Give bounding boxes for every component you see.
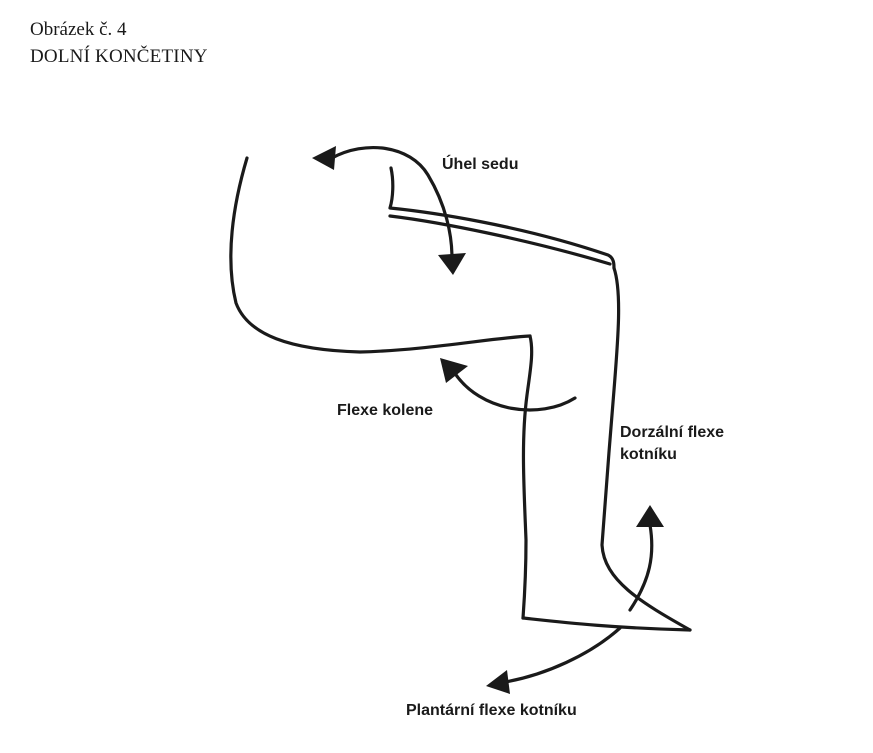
knee-flexion-arrow-head	[440, 358, 468, 383]
thigh-top-inner-line	[390, 216, 610, 264]
hip-angle-arrow-head-left	[312, 146, 336, 170]
knee-flexion-arrow-curve	[454, 372, 575, 410]
plantar-flexion-arrow-head	[486, 670, 510, 694]
hip-angle-label: Úhel sedu	[442, 154, 518, 176]
thigh-back-outline	[231, 158, 530, 352]
calf-back-outline	[523, 336, 532, 618]
thigh-top-outline	[390, 168, 614, 268]
dorsal-flexion-arrow-curve	[630, 525, 652, 610]
dorsal-flexion-label: Dorzální flexe kotníku	[620, 422, 724, 466]
plantar-flexion-label: Plantární flexe kotníku	[406, 700, 577, 722]
dorsal-flexion-label-line1: Dorzální flexe	[620, 422, 724, 444]
dorsal-flexion-arrow-head	[636, 505, 664, 527]
knee-flexion-label: Flexe kolene	[337, 400, 433, 422]
plantar-flexion-arrow-curve	[505, 628, 620, 682]
dorsal-flexion-label-line2: kotníku	[620, 444, 724, 466]
hip-angle-arrow-head-down	[438, 253, 466, 275]
sole-outline	[523, 618, 690, 630]
